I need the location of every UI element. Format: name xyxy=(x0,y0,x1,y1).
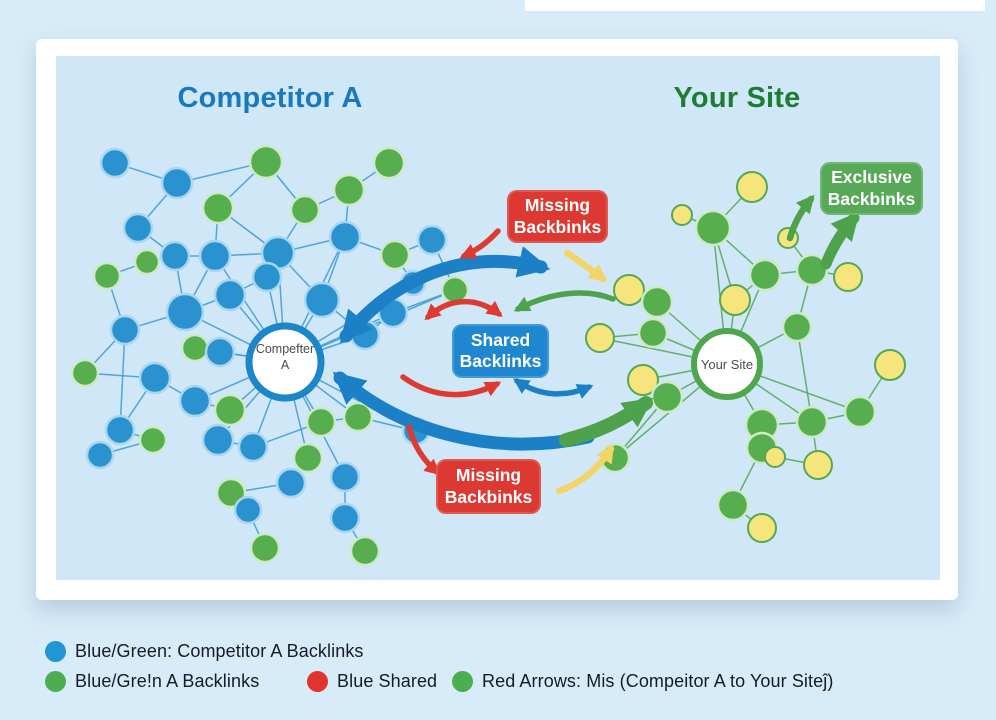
label-line: Backbinks xyxy=(513,216,602,237)
shared-backlinks-label: Shared Backlinks xyxy=(452,324,549,378)
your-site-hub-label: Your Site xyxy=(687,357,767,372)
label-line: Exclusive xyxy=(831,167,912,188)
legend-item-red-arrows: Red Arrows: Mis (Compeitor A to Your Sit… xyxy=(452,670,833,692)
label-line: Missing xyxy=(455,465,522,486)
hub-label-line: Your Site xyxy=(700,357,754,372)
legend-dot-green xyxy=(45,670,66,692)
legend-text: Blue Shared xyxy=(337,670,438,691)
label-line: Shared xyxy=(470,329,531,350)
legend-dot-green-2 xyxy=(452,670,473,692)
label-line: Backbinks xyxy=(827,188,916,209)
legend-item-competitor-backlinks: Blue/Green: Competitor A Backlinks xyxy=(45,640,364,662)
missing-backlinks-bottom-label: Missing Backbinks xyxy=(436,459,541,514)
label-line: Backlinks xyxy=(459,351,542,371)
label-line: Missing xyxy=(524,195,591,216)
diagram-card xyxy=(36,39,958,600)
exclusive-backlinks-label: Exclusive Backbinks xyxy=(820,162,923,215)
legend-dot-red xyxy=(307,670,328,692)
legend-text: Red Arrows: Mis (Compeitor A to Your Sit… xyxy=(482,670,834,691)
legend-dot-blue xyxy=(45,640,66,662)
hub-label-line: Compefter xyxy=(255,342,315,356)
hub-label-line: A xyxy=(280,358,290,373)
missing-backlinks-top-label: Missing Backbinks xyxy=(507,190,608,243)
legend-text: Blue/Green: Competitor A Backlinks xyxy=(75,640,364,661)
your-site-title: Your Site xyxy=(673,82,801,114)
label-line: Backbinks xyxy=(444,486,533,507)
legend-item-green-backlinks: Blue/Gre!n A Backlinks xyxy=(45,670,259,692)
legend-text: Blue/Gre!n A Backlinks xyxy=(75,670,260,691)
competitor-a-hub-label: Compefter A xyxy=(245,341,325,374)
competitor-a-title: Competitor A xyxy=(177,82,363,114)
top-white-strip xyxy=(525,0,985,11)
legend-item-blue-shared: Blue Shared xyxy=(307,670,437,692)
